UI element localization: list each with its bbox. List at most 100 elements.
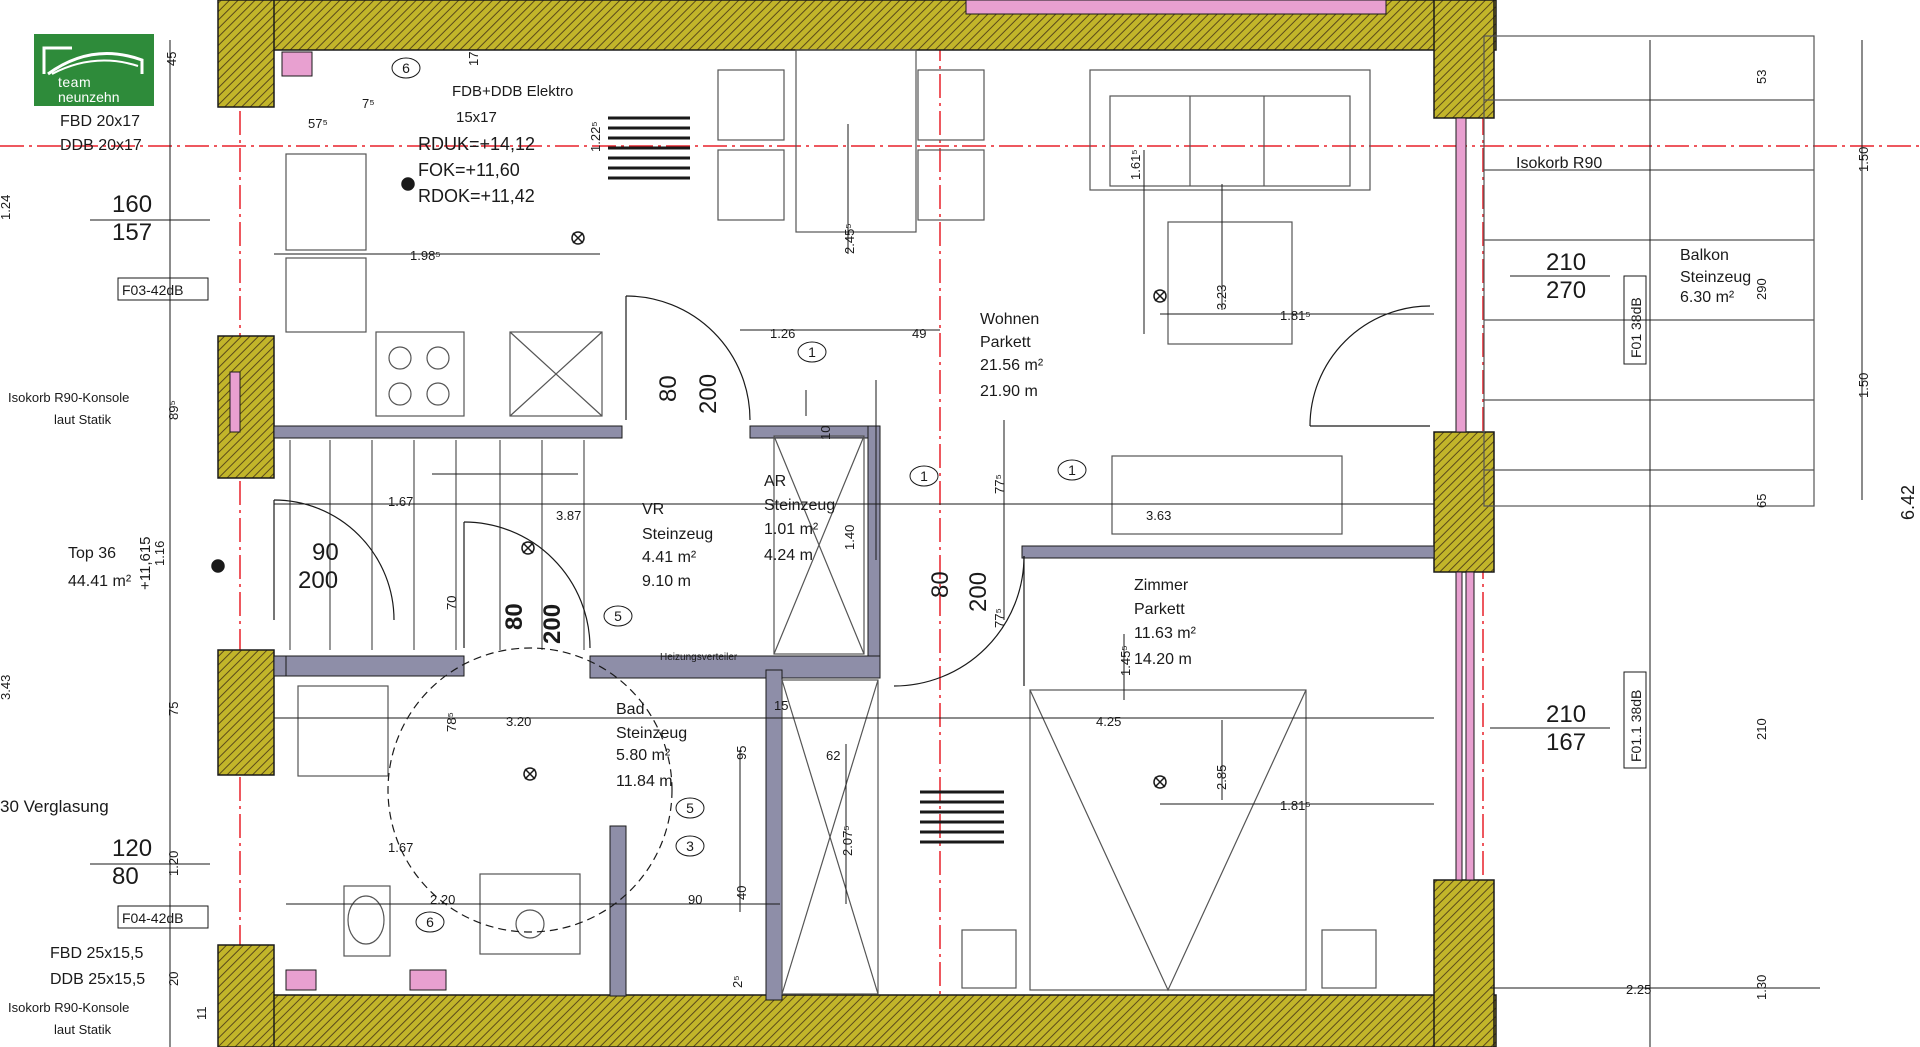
svg-text:45: 45 [164, 52, 179, 66]
rduk-level: RDUK=+14,12 [418, 134, 535, 154]
svg-text:3.63: 3.63 [1146, 508, 1171, 523]
room-label-zimmer: Zimmer Parkett 11.63 m² 14.20 m [1134, 577, 1197, 668]
svg-text:14.20 m: 14.20 m [1134, 651, 1192, 668]
room-label-ar: AR Steinzeug 1.01 m² 4.24 m [764, 473, 835, 564]
svg-text:1.24: 1.24 [0, 195, 13, 220]
svg-text:1.61⁵: 1.61⁵ [1128, 149, 1143, 180]
isokorb-label: Isokorb R90 [1516, 155, 1602, 172]
svg-text:89⁵: 89⁵ [166, 400, 181, 420]
svg-text:11.63 m²: 11.63 m² [1134, 625, 1197, 642]
svg-text:21.90 m: 21.90 m [980, 383, 1038, 400]
svg-text:80: 80 [655, 375, 682, 402]
laut-statik-label-2: laut Statik [54, 1022, 112, 1037]
svg-text:2.45⁵: 2.45⁵ [842, 223, 857, 254]
tag-f011: F01.1 38dB [1628, 690, 1644, 762]
svg-text:6.42: 6.42 [1898, 485, 1918, 520]
svg-text:3.87: 3.87 [556, 508, 581, 523]
verglasung-label: 30 Verglasung [0, 797, 109, 816]
rdok-level: RDOK=+11,42 [418, 186, 535, 206]
svg-text:1.26: 1.26 [770, 326, 795, 341]
exterior-walls [217, 0, 1497, 1047]
tag-f01: F01 38dB [1628, 297, 1644, 358]
svg-text:1.01 m²: 1.01 m² [764, 521, 819, 538]
annotation-notes: FBD 20x17 DDB 20x17 FBD 25x15,5 DDB 25x1… [0, 83, 1602, 1037]
svg-text:AR: AR [764, 473, 786, 490]
svg-text:1.40: 1.40 [842, 525, 857, 550]
svg-text:1.50: 1.50 [1856, 373, 1871, 398]
svg-text:167: 167 [1546, 729, 1586, 756]
marker-6b: 6 [415, 911, 445, 933]
marker-3: 3 [675, 835, 705, 857]
svg-text:290: 290 [1754, 278, 1769, 300]
svg-text:157: 157 [112, 219, 152, 246]
svg-text:1.22⁵: 1.22⁵ [588, 121, 603, 152]
svg-text:VR: VR [642, 501, 664, 518]
laut-statik-label-1: laut Statik [54, 412, 112, 427]
svg-text:6.30 m²: 6.30 m² [1680, 289, 1735, 306]
room-label-vr: VR Steinzeug 4.41 m² 9.10 m [642, 501, 713, 590]
svg-text:Top 36: Top 36 [68, 545, 116, 562]
svg-text:Steinzeug: Steinzeug [642, 526, 713, 543]
stuk-height: +11,615 [137, 536, 154, 590]
svg-text:5: 5 [614, 608, 622, 624]
svg-text:15: 15 [774, 698, 788, 713]
svg-text:210: 210 [1546, 701, 1586, 728]
ddb-label-2: DDB 25x15,5 [50, 971, 145, 988]
svg-text:5.80 m²: 5.80 m² [616, 747, 671, 764]
svg-text:3: 3 [686, 838, 694, 854]
logo-roof-icon [42, 46, 144, 76]
svg-text:11: 11 [194, 1007, 209, 1021]
ceiling-light-icons [211, 177, 1167, 789]
svg-text:53: 53 [1754, 70, 1769, 84]
svg-text:200: 200 [695, 374, 722, 414]
svg-text:1.98⁵: 1.98⁵ [410, 248, 441, 263]
svg-text:120: 120 [112, 835, 152, 862]
svg-text:90: 90 [688, 892, 702, 907]
svg-text:44.41 m²: 44.41 m² [68, 573, 132, 590]
svg-text:62: 62 [826, 748, 840, 763]
component-tags: F03-42dB F04-42dB F01 38dB F01.1 38dB [117, 275, 1647, 929]
furniture [285, 35, 1815, 995]
svg-text:210: 210 [1546, 249, 1586, 276]
marker-1b: 1 [909, 465, 939, 487]
svg-text:1.30: 1.30 [1754, 975, 1769, 1000]
svg-text:270: 270 [1546, 277, 1586, 304]
svg-text:75: 75 [166, 702, 181, 716]
svg-text:17: 17 [466, 52, 481, 66]
ddb-label-1: DDB 20x17 [60, 137, 142, 154]
svg-text:2.85: 2.85 [1214, 765, 1229, 790]
svg-text:80: 80 [927, 571, 954, 598]
svg-text:95: 95 [734, 746, 749, 760]
fbd-label-2: FBD 25x15,5 [50, 945, 143, 962]
isokorb-konsole-label-1: Isokorb R90-Konsole [8, 390, 129, 405]
svg-text:20: 20 [166, 972, 181, 986]
svg-text:49: 49 [912, 326, 926, 341]
svg-text:40: 40 [734, 886, 749, 900]
svg-text:1.67: 1.67 [388, 840, 413, 855]
svg-text:2⁵: 2⁵ [730, 975, 745, 988]
svg-text:77⁵: 77⁵ [992, 608, 1007, 628]
svg-text:4.25: 4.25 [1096, 714, 1121, 729]
svg-text:200: 200 [298, 567, 338, 594]
opening-sizes: 160 157 90 200 120 80 210 270 210 167 80… [90, 191, 1610, 890]
window-glazing [229, 0, 1475, 991]
company-logo: team neunzehn [32, 32, 156, 108]
svg-text:Parkett: Parkett [1134, 601, 1185, 618]
svg-text:1.67: 1.67 [388, 494, 413, 509]
svg-text:Steinzeug: Steinzeug [764, 497, 835, 514]
svg-text:3.20: 3.20 [506, 714, 531, 729]
marker-1c: 1 [1057, 459, 1087, 481]
svg-text:4.24 m: 4.24 m [764, 547, 813, 564]
svg-text:1.50: 1.50 [1856, 147, 1871, 172]
room-label-balkon: Balkon Steinzeug 6.30 m² [1680, 247, 1751, 306]
heater-label: Heizungsverteiler [660, 652, 738, 663]
ventilation-grilles [608, 116, 1004, 844]
svg-text:78⁵: 78⁵ [444, 712, 459, 732]
svg-text:210: 210 [1754, 718, 1769, 740]
svg-text:4.41 m²: 4.41 m² [642, 549, 697, 566]
svg-text:70: 70 [444, 596, 459, 610]
marker-5a: 5 [603, 605, 633, 627]
elektro-label: FDB+DDB Elektro [452, 83, 573, 100]
svg-text:Steinzeug: Steinzeug [1680, 269, 1751, 286]
